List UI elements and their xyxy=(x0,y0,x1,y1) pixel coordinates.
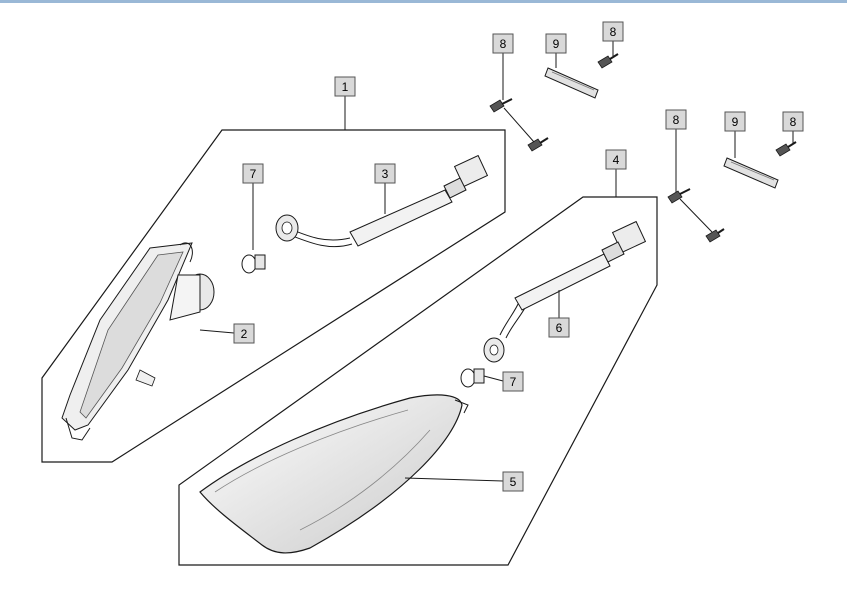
svg-text:2: 2 xyxy=(241,327,248,341)
svg-text:1: 1 xyxy=(342,80,349,94)
callout-5: 5 xyxy=(502,471,524,492)
wiring-harness-part-lower xyxy=(483,220,647,363)
svg-text:8: 8 xyxy=(500,37,507,51)
bulb-part-lower xyxy=(460,368,485,388)
svg-text:3: 3 xyxy=(382,167,389,181)
assembly-1-outline xyxy=(41,129,506,463)
svg-text:5: 5 xyxy=(510,475,517,489)
wiring-harness-part-upper xyxy=(275,154,489,248)
side-repeater-part-lower xyxy=(723,157,779,189)
lamp-lens-part xyxy=(199,394,469,554)
side-lamp-housing-part xyxy=(61,242,215,441)
callout-7-lower: 7 xyxy=(502,371,524,392)
callout-6: 6 xyxy=(548,317,570,338)
svg-text:8: 8 xyxy=(790,115,797,129)
screw-part-2 xyxy=(527,137,549,152)
svg-text:9: 9 xyxy=(732,115,739,129)
assembly-4-outline xyxy=(178,196,658,566)
callout-2: 2 xyxy=(233,323,255,344)
screw-part-1 xyxy=(489,98,513,113)
callout-1: 1 xyxy=(334,76,356,97)
callout-4: 4 xyxy=(605,149,627,170)
callout-8-b: 8 xyxy=(602,21,624,42)
window-top-border xyxy=(0,0,847,3)
callout-8-a: 8 xyxy=(492,33,514,54)
callout-9-b: 9 xyxy=(724,111,746,132)
callout-8-d: 8 xyxy=(782,111,804,132)
callout-8-c: 8 xyxy=(665,109,687,130)
callout-9-a: 9 xyxy=(545,33,567,54)
svg-text:9: 9 xyxy=(553,37,560,51)
svg-text:8: 8 xyxy=(673,113,680,127)
svg-text:4: 4 xyxy=(613,153,620,167)
callout-7-upper: 7 xyxy=(242,163,264,184)
bulb-part-upper xyxy=(241,254,266,274)
callout-3: 3 xyxy=(374,163,396,184)
svg-text:6: 6 xyxy=(556,321,563,335)
svg-text:8: 8 xyxy=(610,25,617,39)
side-repeater-part-upper xyxy=(544,67,599,99)
leader-lines xyxy=(199,41,794,482)
screw-part-3 xyxy=(597,53,619,69)
screw-part-5 xyxy=(705,228,725,243)
screw-part-6 xyxy=(775,141,797,157)
svg-text:7: 7 xyxy=(250,167,257,181)
svg-text:7: 7 xyxy=(510,375,517,389)
screw-part-4 xyxy=(667,188,691,204)
